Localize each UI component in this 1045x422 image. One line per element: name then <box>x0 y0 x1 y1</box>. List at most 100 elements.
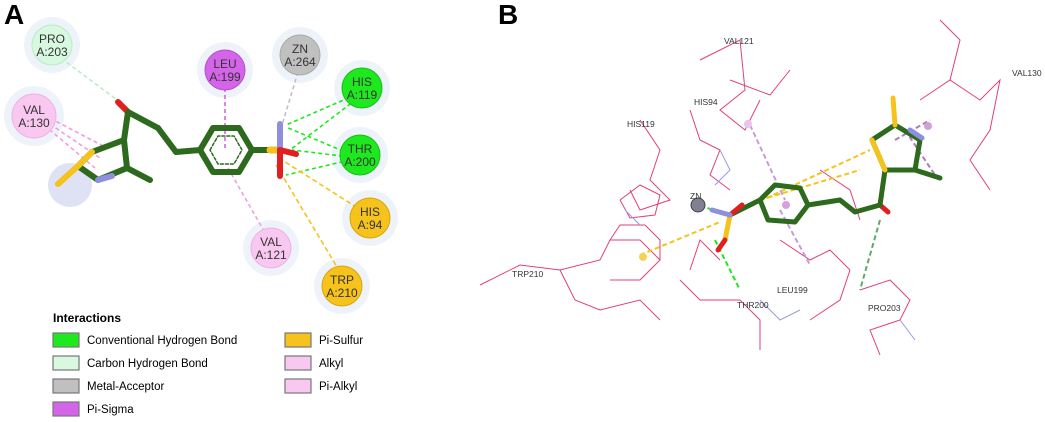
ligand-2d-structure <box>55 99 299 187</box>
trp210-label-3d: TRP210 <box>512 269 543 279</box>
legend-label-0: Conventional Hydrogen Bond <box>87 335 237 347</box>
thr200-residue-name: THR <box>348 142 373 156</box>
val121-residue-name: VAL <box>260 235 282 249</box>
ligand-link-ring-3d <box>877 167 888 208</box>
protein-nitrogen-sticks <box>624 149 916 341</box>
val130-alkyl-line-3 <box>43 124 96 169</box>
trp210-pi-sulfur-line <box>275 164 341 273</box>
thr200-hbond-line-3 <box>285 159 351 176</box>
ligand-ring-n-3d <box>907 127 925 141</box>
legend-label-4: Pi-Sulfur <box>319 335 363 347</box>
legend-swatch-1 <box>52 355 80 371</box>
legend-label-6: Pi-Alkyl <box>319 381 357 393</box>
ring-sulfur-bond <box>75 149 95 169</box>
ligand-sulfonyl-3d <box>722 212 733 243</box>
leu199-residue-circle <box>204 49 246 91</box>
val121-stick <box>699 39 761 131</box>
pi-sulfur-trp <box>639 221 721 256</box>
enone-bond-1 <box>125 109 161 131</box>
legend-swatch-6 <box>284 378 312 394</box>
legend-swatch-4 <box>284 332 312 348</box>
val130-residue-chain: A:130 <box>18 116 50 130</box>
pro203-residue-circle <box>31 24 73 66</box>
centroid-val121 <box>744 120 752 128</box>
pro203-residue-chain: A:203 <box>36 45 68 59</box>
zn264-metal-acceptor-line <box>281 71 299 126</box>
his119-stick <box>629 119 671 211</box>
zinc-sphere <box>690 197 706 213</box>
his94-stick <box>689 109 731 191</box>
his119-label-3d: HIS119 <box>627 119 655 129</box>
legend-swatch-2 <box>52 378 80 394</box>
centroid-benzene <box>782 201 790 209</box>
pi-sulfur-2 <box>759 169 861 201</box>
his119-ring <box>619 184 661 219</box>
panel-b-letter: B <box>498 0 518 30</box>
val130-label-3d: VAL130 <box>1012 68 1042 78</box>
enone-bond-2 <box>155 125 179 155</box>
leu199-label-3d: LEU199 <box>777 285 808 295</box>
val130-alkyl-line-1 <box>43 114 106 148</box>
thr200-stick <box>679 279 761 350</box>
legend-swatch-0 <box>52 332 80 348</box>
pro203-label-3d: PRO203 <box>868 303 901 313</box>
panel-a-2d-diagram: PROA:203VALA:130LEUA:199ZNA:264HISA:119T… <box>4 17 398 314</box>
ring-nitrogen-bond <box>95 173 115 183</box>
pro203-stick <box>859 279 911 356</box>
n-stick-1 <box>714 149 731 186</box>
ligand-so-1 <box>727 202 745 218</box>
trp210-residue-chain: A:210 <box>326 286 358 300</box>
val130-stick-2 <box>939 19 961 81</box>
leu199-residue-name: LEU <box>213 57 236 71</box>
methyl-bond <box>124 165 153 183</box>
ligand-so-2 <box>715 237 728 253</box>
residue-nodes: PROA:203VALA:130LEUA:199ZNA:264HISA:119T… <box>11 24 391 307</box>
ligand-chain-3d <box>805 197 883 215</box>
leu199-stick <box>779 239 851 321</box>
val130-residue-name: VAL <box>23 103 45 117</box>
ligand-thione-3d <box>890 95 898 128</box>
benzene-ring <box>197 125 255 175</box>
thr200-label-3d: THR200 <box>737 300 769 310</box>
val121-residue-chain: A:121 <box>255 248 287 262</box>
legend-label-3: Pi-Sigma <box>87 404 134 416</box>
misc-stick-1 <box>689 239 721 271</box>
panel-a-letter: A <box>4 0 24 30</box>
legend-title: Interactions <box>53 311 121 325</box>
pi-alkyl-val121 <box>749 124 786 201</box>
his94-residue-chain: A:94 <box>358 218 383 232</box>
thr200-hbond-line-1 <box>285 126 351 155</box>
carbonyl-link <box>121 109 131 143</box>
zn264-residue-circle <box>279 34 321 76</box>
val121-stick-2 <box>729 69 791 96</box>
centroid-val130 <box>924 122 932 130</box>
pro203-residue-name: PRO <box>39 32 65 46</box>
ligand-3d <box>709 95 943 253</box>
benzene-aromatic-inner <box>209 135 243 165</box>
val121-residue-circle <box>250 227 292 269</box>
thr200-residue-circle <box>339 134 381 176</box>
n-stick-4 <box>624 209 641 226</box>
trp210-sidechain <box>559 269 661 321</box>
his94-residue-circle <box>349 197 391 239</box>
n-stick-2 <box>759 299 801 321</box>
ligand-ring-s-3d <box>869 137 888 173</box>
trp210-residue-name: TRP <box>330 273 354 287</box>
val121-label-3d: VAL121 <box>724 36 754 46</box>
his119-residue-name: HIS <box>352 75 372 89</box>
his94-label-3d: HIS94 <box>694 97 718 107</box>
n-stick-3 <box>899 319 916 341</box>
enone-bond-3 <box>173 147 203 155</box>
zn264-residue-chain: A:264 <box>284 55 316 69</box>
legend-swatch-5 <box>284 355 312 371</box>
legend-label-5: Alkyl <box>319 358 343 370</box>
thiazole-halo <box>48 163 92 207</box>
legend-label-1: Carbon Hydrogen Bond <box>87 358 208 370</box>
legend-label-2: Metal-Acceptor <box>87 381 165 393</box>
his119-residue-circle <box>341 67 383 109</box>
ligand-sn-3d <box>709 207 733 218</box>
trp210-stick <box>479 239 661 286</box>
residue-labels-3d: VAL121VAL130HIS94HIS119ZNTRP210THR200LEU… <box>512 36 1042 313</box>
